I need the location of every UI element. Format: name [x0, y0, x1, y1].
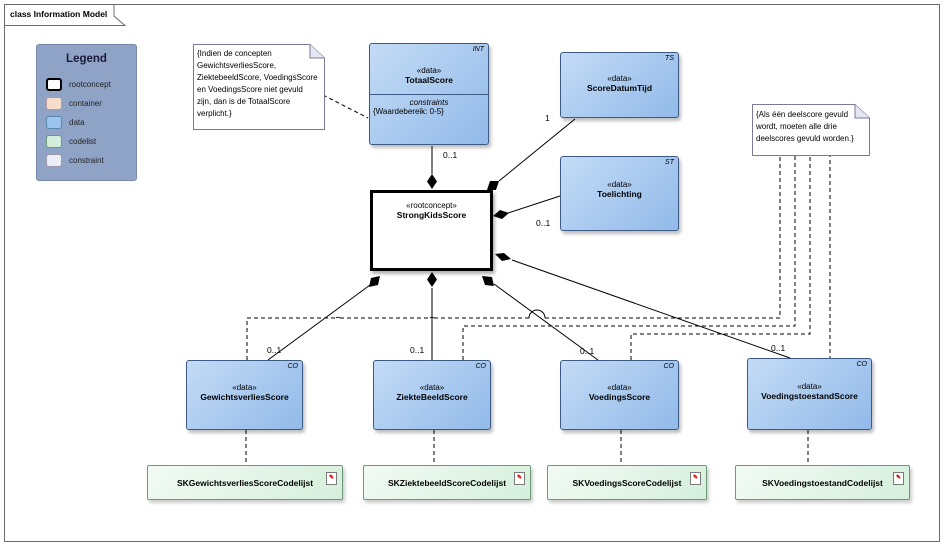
document-icon: ✎: [326, 472, 337, 485]
multiplicity-scoredatumtijd: 1: [545, 113, 550, 123]
class-toelichting[interactable]: ST «data» Toelichting: [560, 156, 679, 231]
class-name: TotaalScore: [404, 75, 454, 85]
composition-diamond: [482, 276, 494, 286]
legend-swatch: [46, 78, 62, 91]
class-name: ZiekteBeeldScore: [396, 392, 468, 402]
stereotype: «data»: [607, 383, 632, 392]
constraint-text: {Waardebereik: 0-5}: [373, 107, 444, 116]
class-name: Toelichting: [597, 189, 642, 199]
stereotype: «data»: [797, 382, 822, 391]
composition-diamond: [427, 272, 437, 287]
class-totaalscore[interactable]: INT «data» TotaalScore constraints {Waar…: [369, 43, 489, 145]
composition-diamond: [369, 276, 380, 287]
type-tag: INT: [472, 46, 484, 53]
type-tag: CO: [475, 363, 487, 370]
type-tag: TS: [665, 55, 674, 62]
assoc-toelichting: [507, 195, 561, 214]
class-name: VoedingstoestandScore: [761, 391, 858, 401]
multiplicity-voedingstoestand: 0..1: [771, 343, 786, 353]
frame-title: class Information Model: [10, 9, 108, 19]
codelist-voedingsscore[interactable]: SKVoedingsScoreCodelijst ✎: [547, 465, 707, 500]
codelist-name: SKGewichtsverliesScoreCodelijst: [176, 477, 314, 488]
multiplicity-ziektebeeld: 0..1: [410, 345, 425, 355]
stereotype: «data»: [232, 383, 257, 392]
stereotype: «rootconcept»: [406, 201, 457, 210]
type-tag: CO: [663, 363, 675, 370]
note-shape-right: [752, 104, 870, 156]
class-voedingstoestandscore[interactable]: CO «data» VoedingstoestandScore: [747, 358, 872, 430]
codelist-name: SKVoedingstoestandCodelijst: [762, 477, 883, 488]
class-name: VoedingsScore: [588, 392, 651, 402]
multiplicity-toelichting: 0..1: [536, 218, 551, 228]
frame-tab-shape: [4, 4, 127, 26]
composition-diamond: [427, 174, 437, 189]
class-ziektebeeldscore[interactable]: CO «data» ZiekteBeeldScore: [373, 360, 491, 430]
note-links: [245, 94, 831, 464]
legend-title: Legend: [66, 53, 107, 65]
legend-swatch: [46, 135, 62, 148]
stereotype: «data»: [419, 383, 445, 392]
legend-item-codelist: codelist: [46, 135, 96, 148]
legend-label: container: [69, 99, 102, 108]
class-voedingsscore[interactable]: CO «data» VoedingsScore: [560, 360, 679, 430]
type-tag: CO: [287, 363, 299, 370]
multiplicity-totaalscore: 0..1: [443, 150, 458, 160]
legend-item-container: container: [46, 97, 102, 110]
legend-item-constraint: constraint: [46, 154, 104, 167]
type-tag: CO: [856, 361, 868, 368]
multiplicity-voedingsscore: 0..1: [580, 346, 595, 356]
legend-label: codelist: [69, 137, 97, 146]
codelist-name: SKVoedingsScoreCodelijst: [572, 477, 682, 488]
class-name: GewichtsverliesScore: [200, 392, 289, 402]
legend-item-data: data: [46, 116, 85, 129]
stereotype: «data»: [607, 74, 632, 83]
assoc-scoredatumtijd: [498, 118, 576, 182]
note-right: {Als één deelscore gevuld wordt, moeten …: [756, 110, 854, 143]
legend-swatch: [46, 116, 62, 129]
assoc-gewichtsverlies: [267, 284, 371, 361]
document-icon: ✎: [893, 472, 904, 485]
class-strongkidsscore-root[interactable]: «rootconcept» StrongKidsScore: [370, 190, 493, 271]
codelist-voedingstoestand[interactable]: SKVoedingstoestandCodelijst ✎: [735, 465, 910, 500]
codelist-name: SKZiektebeeldScoreCodelijst: [387, 477, 507, 488]
line-hop: [335, 316, 341, 319]
multiplicity-gewichtsverlies: 0..1: [267, 345, 282, 355]
legend: Legend rootconcept container data codeli…: [36, 44, 137, 181]
line-hop: [429, 316, 435, 319]
legend-item-rootconcept: rootconcept: [46, 78, 111, 91]
assoc-voedingstoestand: [511, 259, 791, 359]
composition-diamond: [495, 253, 511, 261]
legend-swatch: [46, 97, 62, 110]
constraints-header: constraints: [370, 94, 488, 107]
legend-label: rootconcept: [69, 80, 111, 89]
assoc-voedingsscore: [493, 283, 599, 361]
document-icon: ✎: [514, 472, 525, 485]
legend-label: data: [69, 118, 85, 127]
note-shape-left: [193, 44, 325, 130]
codelist-gewichtsverlies[interactable]: SKGewichtsverliesScoreCodelijst ✎: [147, 465, 343, 500]
composition-diamond: [487, 181, 499, 190]
class-scoredatumtijd[interactable]: TS «data» ScoreDatumTijd: [560, 52, 679, 118]
class-name: StrongKidsScore: [396, 210, 467, 220]
legend-label: constraint: [69, 156, 104, 165]
diagram-frame: [4, 4, 940, 542]
stereotype: «data»: [607, 180, 632, 189]
line-hop: [528, 309, 546, 319]
document-icon: ✎: [690, 472, 701, 485]
legend-swatch: [46, 154, 62, 167]
class-gewichtsverliesscore[interactable]: CO «data» GewichtsverliesScore: [186, 360, 303, 430]
codelist-ziektebeeld[interactable]: SKZiektebeeldScoreCodelijst ✎: [363, 465, 531, 500]
class-name: ScoreDatumTijd: [586, 83, 653, 93]
note-left: {Indien de concepten GewichtsverliesScor…: [197, 49, 318, 118]
stereotype: «data»: [416, 66, 442, 75]
composition-diamond: [493, 210, 509, 219]
type-tag: ST: [665, 159, 674, 166]
